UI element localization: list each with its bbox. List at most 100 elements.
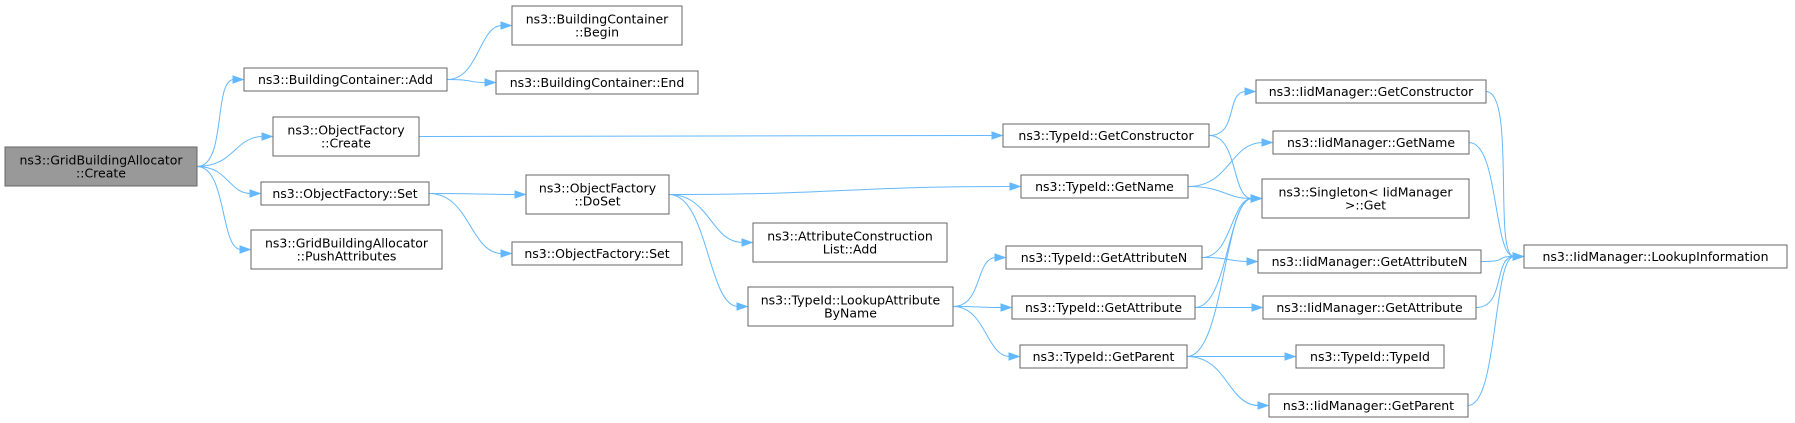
edge-iid_getname-to-iid_lookup: [1468, 142, 1525, 261]
arrowhead-icon: [1250, 194, 1263, 203]
edge-of_set-to-of_doset: [428, 190, 527, 199]
arrowhead-icon: [232, 75, 245, 84]
edge-root-to-bc_add: [196, 75, 245, 167]
edge-of_doset-to-acl_add: [668, 194, 754, 247]
node-iid-getattr[interactable]: ns3::IidManager::GetAttribute: [1262, 295, 1477, 320]
arrowhead-icon: [736, 302, 749, 311]
arrowhead-icon: [741, 238, 754, 247]
node-box: [1002, 123, 1210, 148]
edge-line: [428, 193, 517, 195]
node-box: [495, 70, 699, 95]
node-of-doset[interactable]: ns3::ObjectFactory::DoSet: [525, 174, 670, 215]
node-root: ns3::GridBuildingAllocator::Create: [4, 146, 198, 187]
node-tid-getattrn[interactable]: ns3::TypeId::GetAttributeN: [1005, 245, 1203, 270]
node-box: [250, 229, 443, 270]
node-label: ::Create: [321, 136, 371, 151]
edge-line: [1201, 198, 1253, 258]
edge-line: [196, 136, 264, 167]
edge-tid_lookup-to-tid_getparent: [952, 306, 1021, 361]
node-label: ns3::IidManager::GetName: [1287, 135, 1455, 150]
node-label: ns3::TypeId::LookupAttribute: [761, 293, 941, 308]
edge-line: [668, 186, 1012, 195]
node-label: ns3::Singleton< IidManager: [1278, 185, 1453, 200]
edge-tid_getname-to-iid_getname: [1187, 138, 1274, 187]
edge-line: [1187, 186, 1253, 199]
node-box: [4, 146, 198, 187]
arrowhead-icon: [239, 245, 252, 254]
node-box: [1020, 174, 1189, 199]
edge-line: [428, 193, 503, 254]
node-label: ::Begin: [575, 25, 619, 40]
edge-tid_getparent-to-tid_typeid: [1187, 352, 1297, 361]
node-box: [1005, 245, 1203, 270]
node-iid-getparent[interactable]: ns3::IidManager::GetParent: [1268, 393, 1469, 418]
node-iid-getname[interactable]: ns3::IidManager::GetName: [1272, 130, 1470, 155]
node-label: ns3::IidManager::GetAttribute: [1276, 300, 1463, 315]
node-bc-begin[interactable]: ns3::BuildingContainer::Begin: [511, 5, 683, 46]
node-label: ns3::TypeId::TypeId: [1310, 349, 1430, 364]
edge-root-to-of_set: [196, 166, 262, 198]
edge-line: [1186, 198, 1253, 357]
node-of-create[interactable]: ns3::ObjectFactory::Create: [272, 116, 420, 157]
edge-line: [1468, 142, 1515, 257]
node-tid-getparent[interactable]: ns3::TypeId::GetParent: [1019, 344, 1188, 369]
node-label: ns3::IidManager::GetParent: [1283, 398, 1454, 413]
node-box: [511, 5, 683, 46]
arrowhead-icon: [1251, 303, 1264, 312]
node-of-set[interactable]: ns3::ObjectFactory::Set: [260, 181, 430, 206]
node-tid-typeid[interactable]: ns3::TypeId::TypeId: [1295, 344, 1445, 369]
edge-line: [952, 257, 997, 307]
node-iid-getctor[interactable]: ns3::IidManager::GetConstructor: [1255, 79, 1487, 104]
node-tid-getattr[interactable]: ns3::TypeId::GetAttribute: [1011, 295, 1196, 320]
node-label: ns3::IidManager::LookupInformation: [1542, 249, 1768, 264]
node-label: ns3::GridBuildingAllocator: [265, 236, 429, 251]
edge-line: [196, 79, 235, 167]
nodes-layer: ns3::GridBuildingAllocator::Create ns3::B…: [4, 5, 1788, 418]
node-box: [1262, 295, 1477, 320]
node-iid-lookup[interactable]: ns3::IidManager::LookupInformation: [1523, 244, 1788, 269]
node-box: [1255, 79, 1487, 104]
node-box: [1019, 344, 1188, 369]
arrowhead-icon: [249, 189, 262, 198]
node-bc-end[interactable]: ns3::BuildingContainer::End: [495, 70, 699, 95]
edge-tid_getattrn-to-iid_getattrn: [1201, 257, 1259, 266]
node-box: [243, 67, 448, 92]
node-bc-add[interactable]: ns3::BuildingContainer::Add: [243, 67, 448, 92]
edge-line: [952, 306, 1003, 308]
edge-line: [1467, 256, 1515, 406]
edge-iid_getparent-to-iid_lookup: [1467, 252, 1525, 406]
edge-line: [1208, 91, 1247, 136]
node-tid-getctor[interactable]: ns3::TypeId::GetConstructor: [1002, 123, 1210, 148]
node-gba-push[interactable]: ns3::GridBuildingAllocator::PushAttribut…: [250, 229, 443, 270]
arrowhead-icon: [1284, 352, 1297, 361]
node-iid-getattrn[interactable]: ns3::IidManager::GetAttributeN: [1257, 249, 1482, 274]
node-label: >::Get: [1345, 198, 1386, 213]
node-tid-getname[interactable]: ns3::TypeId::GetName: [1020, 174, 1189, 199]
node-label: List::Add: [823, 242, 877, 257]
arrowhead-icon: [500, 21, 513, 30]
node-label: ::DoSet: [574, 194, 620, 209]
node-label: ns3::TypeId::GetAttributeN: [1021, 250, 1187, 265]
node-box: [511, 241, 683, 266]
arrowhead-icon: [1008, 352, 1021, 361]
node-label: ns3::BuildingContainer::End: [510, 75, 685, 90]
node-box: [1257, 249, 1482, 274]
node-label: ::Create: [76, 166, 126, 181]
arrowhead-icon: [994, 253, 1007, 262]
node-of-set2[interactable]: ns3::ObjectFactory::Set: [511, 241, 683, 266]
edge-line: [668, 194, 739, 307]
edge-tid_getattr-to-iid_getattr: [1194, 303, 1264, 312]
edge-tid_getparent-to-singleton: [1186, 194, 1263, 357]
edge-of_create-to-tid_getctor: [418, 131, 1004, 140]
edge-tid_getctor-to-iid_getctor: [1208, 87, 1257, 136]
node-singleton[interactable]: ns3::Singleton< IidManager>::Get: [1261, 178, 1470, 219]
edge-tid_getparent-to-iid_getparent: [1186, 356, 1270, 410]
arrowhead-icon: [1261, 138, 1274, 147]
edge-line: [196, 166, 252, 194]
arrowhead-icon: [1512, 252, 1525, 261]
node-label: ::PushAttributes: [297, 249, 397, 264]
node-label: ns3::TypeId::GetParent: [1033, 349, 1175, 364]
edge-line: [1186, 356, 1260, 406]
